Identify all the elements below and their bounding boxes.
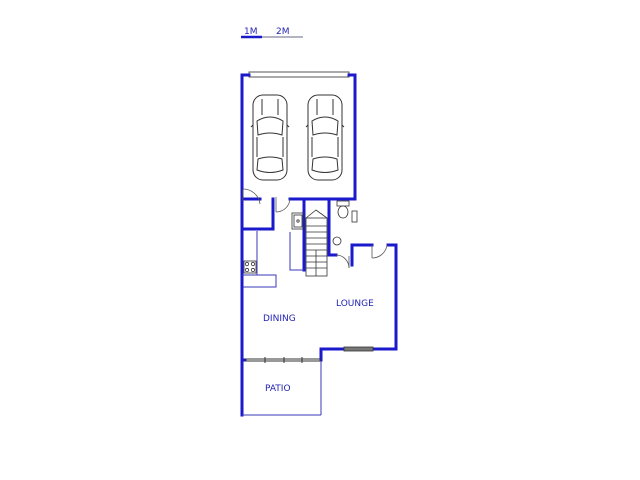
room-label-lounge: LOUNGE	[336, 299, 374, 309]
sink-icon	[291, 212, 305, 230]
scale-label-2m: 2M	[276, 27, 290, 37]
stove-icon	[243, 260, 257, 274]
door-swings	[242, 188, 388, 269]
patio-outline	[242, 361, 322, 416]
scale-bar: 1M 2M	[241, 27, 303, 39]
car-icon	[305, 94, 345, 181]
lounge-window	[343, 346, 374, 352]
car-icon	[250, 94, 290, 181]
room-label-dining: DINING	[263, 314, 296, 324]
scale-label-1m: 1M	[244, 27, 258, 37]
room-label-patio: PATIO	[265, 384, 291, 394]
cupboard-outline	[289, 232, 304, 271]
staircase	[305, 209, 328, 277]
sliding-door	[245, 357, 321, 363]
kitchen-counter	[242, 231, 277, 288]
garage-door	[248, 71, 350, 78]
outer-walls	[240, 73, 398, 417]
toilet-icon	[336, 200, 350, 219]
basin-icon	[332, 236, 342, 246]
wc-window	[351, 210, 358, 223]
